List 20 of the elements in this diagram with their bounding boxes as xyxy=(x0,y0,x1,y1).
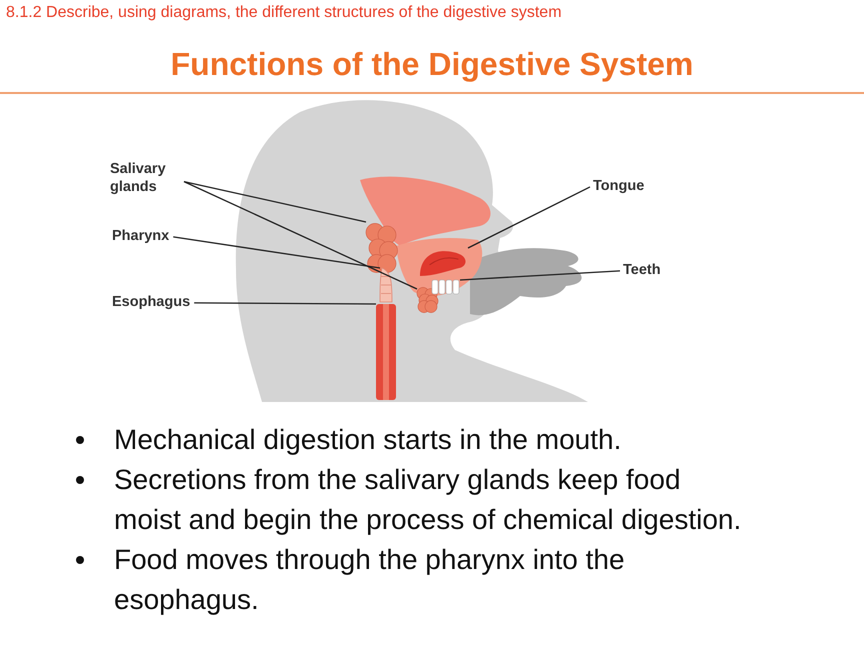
part-label: Tongue xyxy=(593,177,644,195)
teeth xyxy=(432,280,460,294)
part-label: Teeth xyxy=(623,261,661,279)
leader-line xyxy=(194,302,376,305)
leader-line xyxy=(173,236,380,269)
bullet-text: Food moves through the pharynx into the esophagus. xyxy=(72,540,747,620)
part-label: Esophagus xyxy=(112,293,190,311)
bullet-text: Mechanical digestion starts in the mouth. xyxy=(72,420,747,460)
title: Functions of the Digestive System xyxy=(170,46,694,83)
tongue xyxy=(420,248,468,276)
leader-line xyxy=(460,270,620,281)
leader-line xyxy=(184,180,366,223)
part-label: Pharynx xyxy=(112,227,170,245)
part-label: Salivary glands xyxy=(110,160,180,196)
salivary-gland xyxy=(366,222,396,274)
leader-line xyxy=(184,181,418,290)
subtitle-text: 8.1.2 Describe, using diagrams, the different structures of the digestive system xyxy=(6,4,562,22)
leader-line xyxy=(468,186,590,249)
bullet-text: Secretions from the salivary glands keep food moist and begin the process of chemical digestion. xyxy=(72,460,747,540)
esophagus-tube xyxy=(376,304,396,400)
